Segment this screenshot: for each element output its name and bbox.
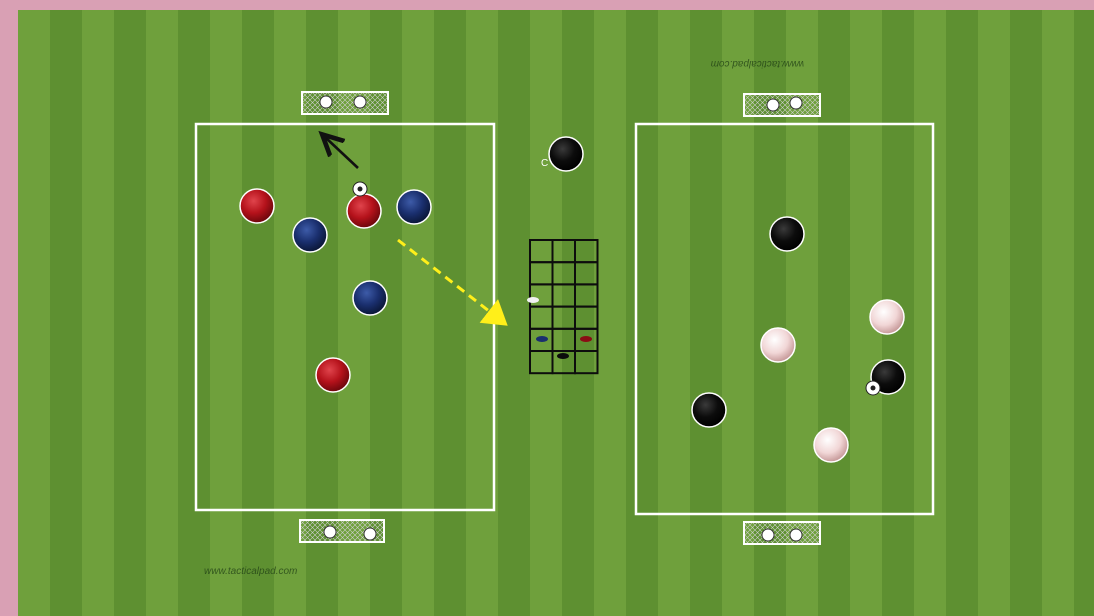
grass-stripe: [178, 10, 210, 616]
grass-stripe: [242, 10, 274, 616]
white-marker-icon: [527, 297, 539, 303]
white-player[interactable]: [814, 428, 848, 462]
black-marker-icon: [557, 353, 569, 359]
grass-stripe: [498, 10, 530, 616]
right-bottom-goal: [744, 522, 820, 544]
grass-stripe: [1074, 10, 1094, 616]
black-player[interactable]: [770, 217, 804, 251]
left-bottom-goal: [300, 520, 384, 542]
grass-stripe: [562, 10, 594, 616]
white-player[interactable]: [870, 300, 904, 334]
watermark-bottom: www.tacticalpad.com: [204, 566, 297, 577]
grass-stripe: [50, 10, 82, 616]
black-player[interactable]: [692, 393, 726, 427]
right-top-goal: [744, 94, 820, 116]
blue-player[interactable]: [397, 190, 431, 224]
red-player[interactable]: [240, 189, 274, 223]
red-marker-icon: [580, 336, 592, 342]
coach-label: C: [541, 158, 548, 169]
grass-stripe: [434, 10, 466, 616]
watermark-top: www.tacticalpad.com: [711, 58, 804, 69]
red-player-with-ball[interactable]: [347, 194, 381, 228]
coach-marker[interactable]: [549, 137, 583, 171]
ball-icon[interactable]: [866, 381, 880, 395]
left-top-goal: [302, 92, 388, 114]
red-player[interactable]: [316, 358, 350, 392]
blue-player[interactable]: [353, 281, 387, 315]
grass-stripe: [690, 10, 722, 616]
grass-stripe: [946, 10, 978, 616]
blue-marker-icon: [536, 336, 548, 342]
white-player[interactable]: [761, 328, 795, 362]
grass-stripe: [626, 10, 658, 616]
grass-stripe: [818, 10, 850, 616]
ball-icon[interactable]: [353, 182, 367, 196]
grass-stripe: [114, 10, 146, 616]
blue-player[interactable]: [293, 218, 327, 252]
grass-stripe: [1010, 10, 1042, 616]
